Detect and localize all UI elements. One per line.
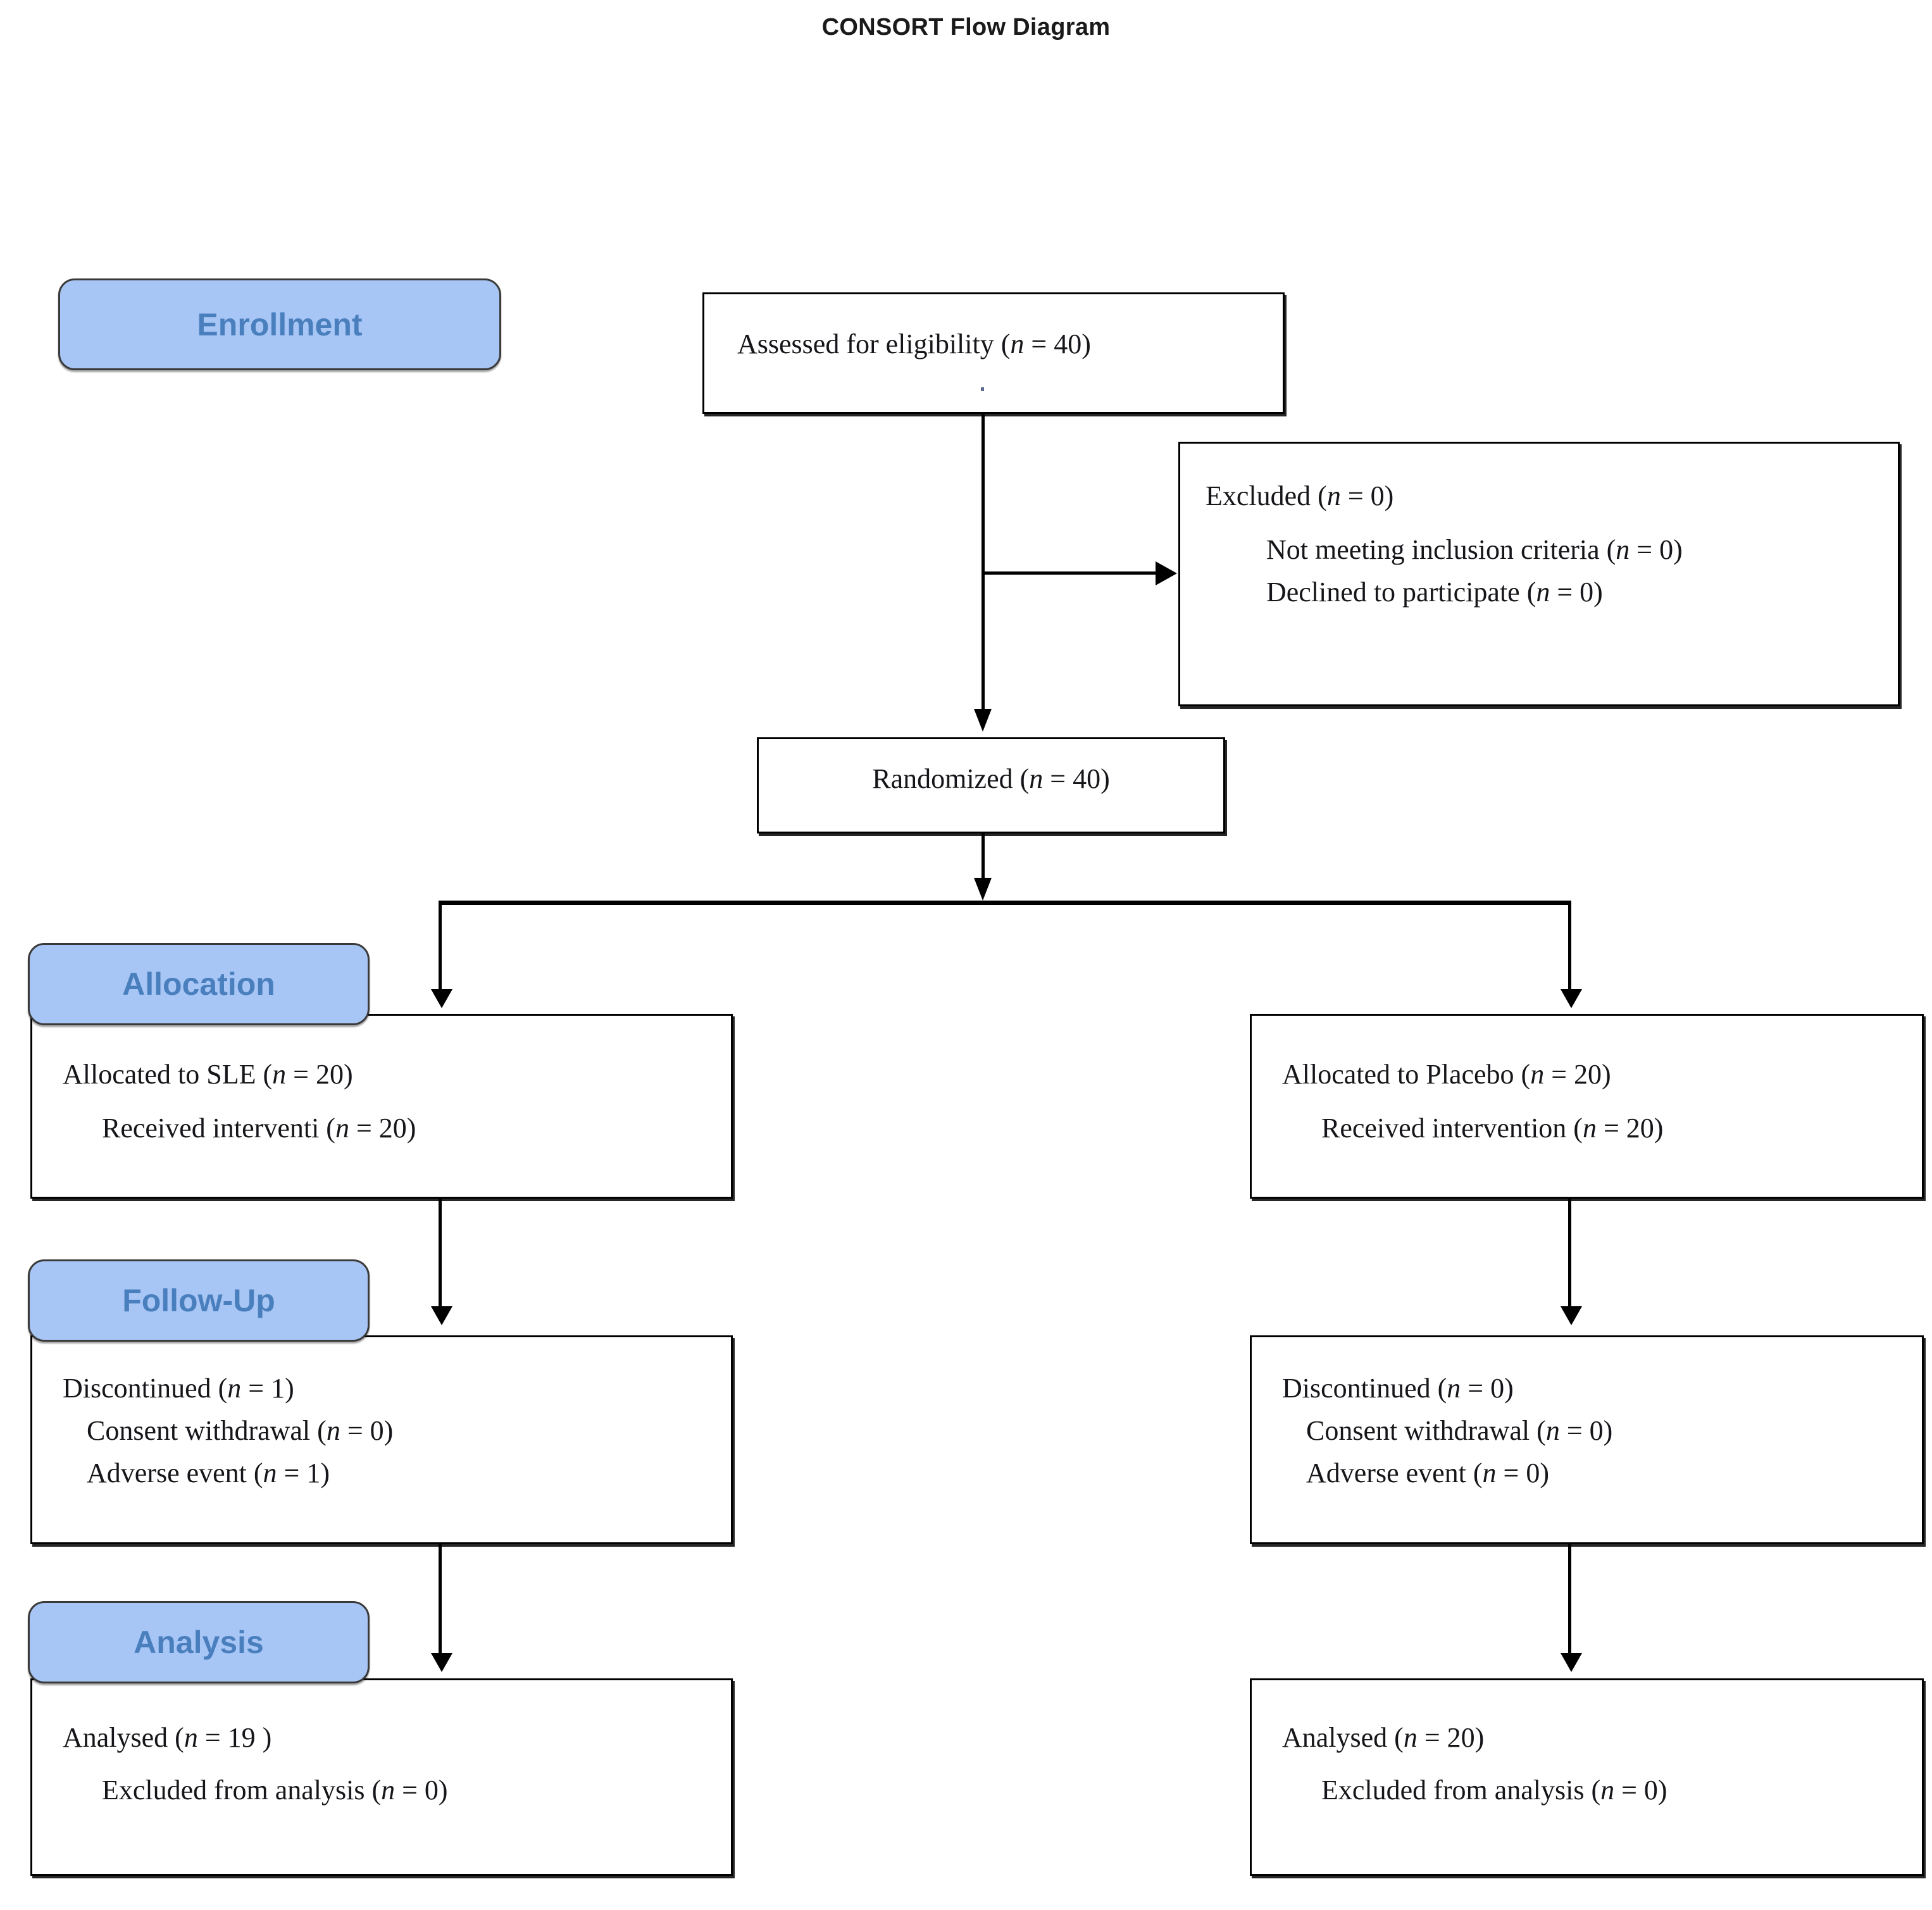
connector-split-to-allocation-right — [1568, 901, 1571, 992]
stage-badge-followup: Follow-Up — [28, 1259, 370, 1342]
page-title: CONSORT Flow Diagram — [821, 14, 1111, 41]
box-followup-sle-lines: Discontinued (n = 1) Consent withdrawal … — [63, 1368, 731, 1495]
connector-allocation-to-followup-left — [439, 1199, 442, 1310]
arrowhead-allocation-right — [1561, 989, 1582, 1008]
arrowhead-followup-left — [431, 1306, 452, 1325]
arrowhead-followup-right — [1561, 1306, 1582, 1325]
arrowhead-allocation-left — [431, 989, 452, 1008]
connector-assessed-to-randomized — [982, 414, 985, 711]
connector-split-to-allocation-left — [439, 901, 442, 992]
box-allocated-placebo: Allocated to Placebo (n = 20) Received i… — [1250, 1014, 1924, 1199]
arrowhead-analysis-right — [1561, 1653, 1582, 1672]
stage-badge-enrollment-label: Enrollment — [197, 306, 363, 342]
box-line: Analysed (n = 20) — [1282, 1722, 1485, 1753]
arrowhead-randomized-to-split — [974, 878, 992, 901]
box-line: Declined to participate (n = 0) — [1266, 576, 1603, 608]
box-line: Allocated to Placebo (n = 20) — [1282, 1059, 1611, 1090]
connector-randomized-to-split — [982, 833, 985, 879]
box-analysis-placebo: Analysed (n = 20) Excluded from analysis… — [1250, 1678, 1924, 1876]
box-line: Adverse event (n = 1) — [87, 1457, 330, 1489]
box-analysis-sle: Analysed (n = 19 ) Excluded from analysi… — [30, 1678, 733, 1876]
connector-followup-to-analysis-right — [1568, 1544, 1571, 1657]
box-line: Analysed (n = 19 ) — [63, 1722, 272, 1753]
box-allocated-sle-lines: Allocated to SLE (n = 20) Received inter… — [63, 1054, 731, 1150]
arrowhead-assessed-to-randomized — [974, 709, 992, 732]
box-line: Excluded from analysis (n = 0) — [102, 1774, 448, 1806]
stage-badge-followup-label: Follow-Up — [122, 1283, 275, 1318]
box-assessed-lines: Assessed for eligibility (n = 40) — [737, 323, 1283, 366]
stage-badge-analysis-label: Analysis — [134, 1625, 264, 1660]
box-line: Adverse event (n = 0) — [1306, 1457, 1550, 1489]
stage-badge-enrollment: Enrollment — [58, 278, 501, 370]
box-excluded-lines: Excluded (n = 0) Not meeting inclusion c… — [1206, 475, 1898, 614]
box-line: Received intervention (n = 20) — [1321, 1112, 1664, 1144]
box-allocated-sle: Allocated to SLE (n = 20) Received inter… — [30, 1014, 733, 1199]
box-line: Discontinued (n = 1) — [63, 1373, 294, 1404]
stage-badge-allocation-label: Allocation — [122, 966, 275, 1002]
box-followup-placebo-lines: Discontinued (n = 0) Consent withdrawal … — [1282, 1368, 1922, 1495]
box-line: Consent withdrawal (n = 0) — [1306, 1414, 1613, 1446]
box-assessed-for-eligibility: Assessed for eligibility (n = 40) — [702, 292, 1285, 414]
box-excluded: Excluded (n = 0) Not meeting inclusion c… — [1178, 442, 1900, 706]
box-line: Discontinued (n = 0) — [1282, 1373, 1514, 1404]
box-line: Excluded (n = 0) — [1206, 480, 1394, 511]
scan-artifact-speck — [981, 387, 984, 391]
box-line: Allocated to SLE (n = 20) — [63, 1059, 353, 1090]
box-line: Not meeting inclusion criteria (n = 0) — [1266, 534, 1683, 565]
box-randomized-lines: Randomized (n = 40) — [759, 758, 1223, 801]
box-analysis-placebo-lines: Analysed (n = 20) Excluded from analysis… — [1282, 1717, 1922, 1812]
box-followup-sle: Discontinued (n = 1) Consent withdrawal … — [30, 1335, 733, 1544]
box-allocated-placebo-lines: Allocated to Placebo (n = 20) Received i… — [1282, 1054, 1922, 1150]
connector-followup-to-analysis-left — [439, 1544, 442, 1657]
arrowhead-analysis-left — [431, 1653, 452, 1672]
connector-to-excluded — [982, 571, 1159, 575]
box-randomized: Randomized (n = 40) — [757, 737, 1225, 833]
stage-badge-analysis: Analysis — [28, 1601, 370, 1683]
box-line: Received interventi (n = 20) — [102, 1112, 416, 1144]
box-line: Randomized (n = 40) — [872, 763, 1110, 794]
arrowhead-to-excluded — [1156, 561, 1177, 585]
connector-allocation-to-followup-right — [1568, 1199, 1571, 1310]
split-bar — [439, 901, 1571, 905]
box-followup-placebo: Discontinued (n = 0) Consent withdrawal … — [1250, 1335, 1924, 1544]
box-line: Consent withdrawal (n = 0) — [87, 1414, 394, 1446]
box-analysis-sle-lines: Analysed (n = 19 ) Excluded from analysi… — [63, 1717, 731, 1812]
box-line: Excluded from analysis (n = 0) — [1321, 1774, 1667, 1806]
stage-badge-allocation: Allocation — [28, 943, 370, 1025]
box-line: Assessed for eligibility (n = 40) — [737, 328, 1091, 359]
